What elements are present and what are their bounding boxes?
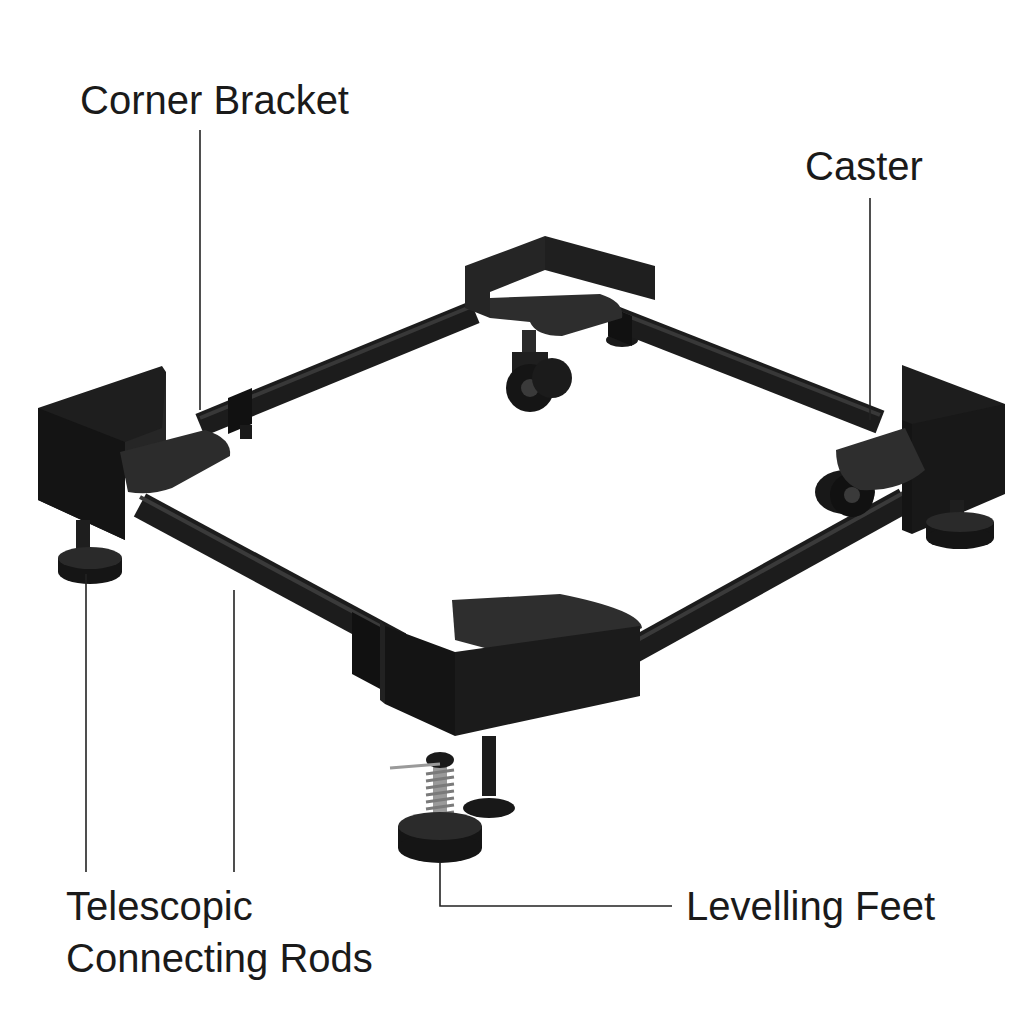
leader-line-part — [233, 590, 235, 872]
leader-line — [86, 130, 870, 906]
levelling-foot — [390, 736, 515, 863]
leader-line-part — [869, 198, 871, 420]
caster-part — [532, 358, 572, 398]
levelling-foot-part — [398, 812, 482, 840]
telescopic-rod — [140, 305, 905, 690]
corner-bracket-part — [490, 294, 622, 336]
corner-bracket-part — [836, 428, 925, 490]
leader-line-part — [440, 862, 672, 906]
telescopic-rod-part — [625, 500, 905, 655]
levelling-foot-part — [426, 770, 454, 816]
corner-bracket-part — [380, 620, 385, 704]
corner-bracket-part — [120, 430, 230, 493]
corner-bracket-part — [912, 404, 1005, 534]
corner-bracket — [836, 365, 1005, 549]
telescopic-rod-part — [625, 492, 905, 647]
caster-part — [844, 487, 860, 503]
corner-bracket-part — [545, 236, 655, 300]
telescopic-rod-part — [352, 612, 382, 690]
leader-line-part — [199, 130, 201, 410]
levelling-foot-part — [390, 764, 440, 768]
telescopic-rod-part — [140, 497, 400, 637]
part-label: Caster — [805, 140, 923, 192]
corner-bracket — [38, 366, 252, 584]
corner-bracket-part — [58, 547, 122, 569]
corner-bracket-part — [926, 512, 994, 532]
telescopic-rod-part — [615, 311, 880, 415]
caster — [506, 330, 572, 412]
corner-bracket-part — [455, 626, 640, 736]
corner-bracket — [465, 236, 655, 336]
corner-bracket-part — [240, 425, 252, 439]
levelling-foot-part — [463, 798, 515, 818]
levelling-foot-part — [482, 736, 496, 796]
part-label: Telescopic Connecting Rods — [66, 880, 426, 984]
leader-line-part — [85, 574, 87, 872]
corner-bracket-part — [385, 626, 455, 736]
part-label: Levelling Feet — [686, 880, 935, 932]
corner-bracket — [380, 594, 642, 736]
part-label: Corner Bracket — [80, 74, 349, 126]
telescopic-rod-part — [615, 318, 880, 422]
